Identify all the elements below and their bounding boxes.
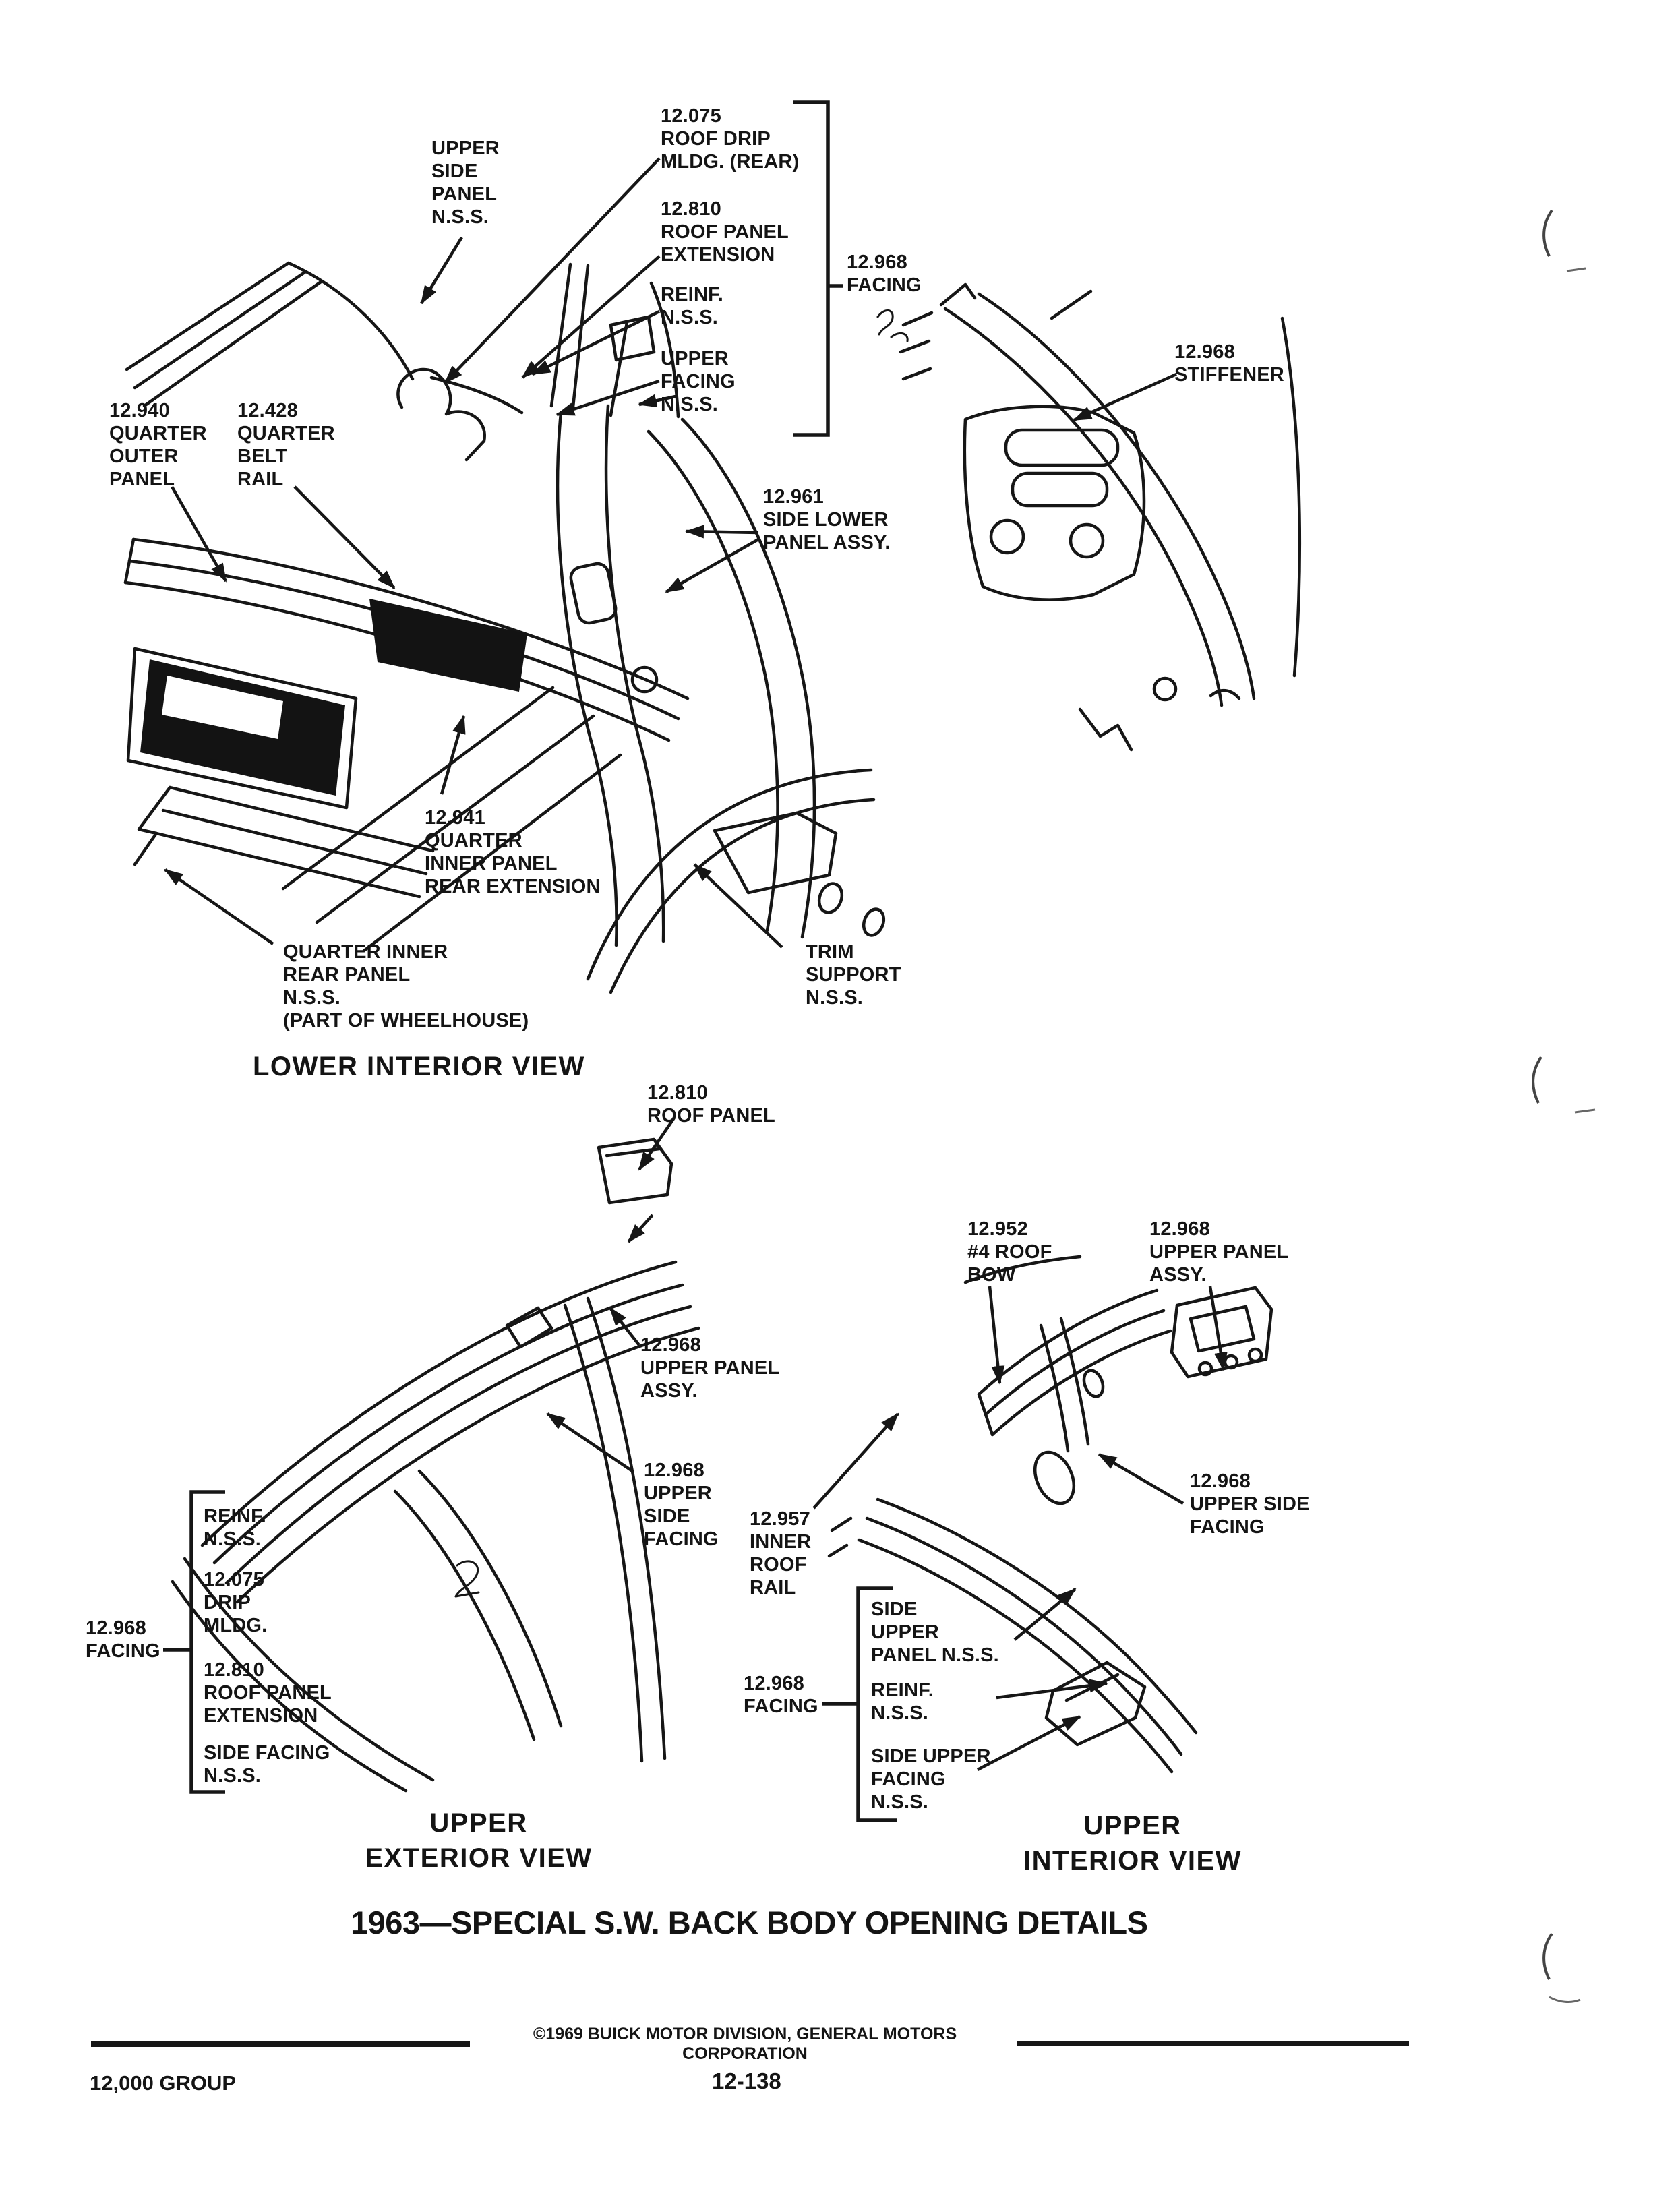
label-upper-facing-nss: UPPER FACING N.S.S. [661, 348, 736, 415]
label-upper-side-panel: UPPER SIDE PANEL N.S.S. [431, 138, 500, 228]
quarter-facing-illustration [876, 282, 1302, 752]
label-side-facing-nss: SIDE FACING N.S.S. [204, 1742, 330, 1787]
label-side-upper-panel: SIDE UPPER PANEL N.S.S. [871, 1599, 999, 1666]
binding-marks [1532, 209, 1596, 2003]
label-facing-ext: 12.968 FACING [86, 1617, 160, 1662]
footer-copyright: ©1969 BUICK MOTOR DIVISION, GENERAL MOTO… [533, 2025, 957, 2063]
label-quarter-belt-rail: 12.428 QUARTER BELT RAIL [237, 400, 335, 490]
label-side-upper-facing: SIDE UPPER FACING N.S.S. [871, 1745, 991, 1813]
label-facing-12968: 12.968 FACING [847, 251, 922, 296]
label-roof-panel-12810: 12.810 ROOF PANEL [647, 1082, 775, 1127]
callout-brackets [163, 100, 897, 1822]
label-quarter-inner-rear-ext: 12.941 QUARTER INNER PANEL REAR EXTENSIO… [425, 807, 601, 897]
leader-lines [164, 157, 1228, 1771]
label-reinf-ext: REINF. N.S.S. [204, 1505, 267, 1550]
label-drip-mldg: 12.075 DRIP MLDG. [204, 1569, 268, 1636]
label-roof-panel-extension: 12.810 ROOF PANEL EXTENSION [661, 198, 789, 266]
label-reinf-nss: REINF. N.S.S. [661, 284, 724, 328]
upper-exterior-illustration [171, 1137, 700, 1793]
label-quarter-outer-panel: 12.940 QUARTER OUTER PANEL [109, 400, 207, 490]
caption-upper-exterior-view: UPPER EXTERIOR VIEW [365, 1808, 593, 1873]
upper-interior-illustration [827, 1255, 1273, 1774]
label-roof-panel-extension-ext: 12.810 ROOF PANEL EXTENSION [204, 1659, 332, 1727]
label-roof-bow: 12.952 #4 ROOF BOW [967, 1218, 1052, 1286]
caption-upper-interior-view: UPPER INTERIOR VIEW [1023, 1811, 1242, 1876]
footer-page-number: 12-138 [712, 2068, 781, 2093]
footer-group-label: 12,000 GROUP [90, 2071, 237, 2095]
label-quarter-inner-rear-panel: QUARTER INNER REAR PANEL N.S.S. (PART OF… [283, 941, 529, 1032]
label-upper-side-facing-ext: 12.968 UPPER SIDE FACING [644, 1460, 719, 1550]
label-side-lower-panel-assy: 12.961 SIDE LOWER PANEL ASSY. [763, 486, 891, 554]
label-inner-roof-rail: 12.957 INNER ROOF RAIL [750, 1508, 812, 1599]
footer-rules [91, 2041, 1409, 2047]
label-upper-side-facing-int: 12.968 UPPER SIDE FACING [1190, 1470, 1310, 1538]
lower-interior-illustration [123, 261, 886, 994]
label-upper-panel-assy-ext: 12.968 UPPER PANEL ASSY. [640, 1334, 780, 1402]
label-upper-panel-assy-int: 12.968 UPPER PANEL ASSY. [1149, 1218, 1289, 1286]
label-roof-drip-mldg: 12.075 ROOF DRIP MLDG. (REAR) [661, 105, 800, 173]
label-stiffener-12968: 12.968 STIFFENER [1174, 341, 1284, 386]
label-trim-support: TRIM SUPPORT N.S.S. [806, 941, 901, 1009]
page-title: 1963—SPECIAL S.W. BACK BODY OPENING DETA… [351, 1905, 1148, 1940]
label-facing-int: 12.968 FACING [744, 1673, 818, 1717]
caption-lower-interior-view: LOWER INTERIOR VIEW [253, 1052, 585, 1081]
label-reinf-int: REINF. N.S.S. [871, 1679, 934, 1724]
